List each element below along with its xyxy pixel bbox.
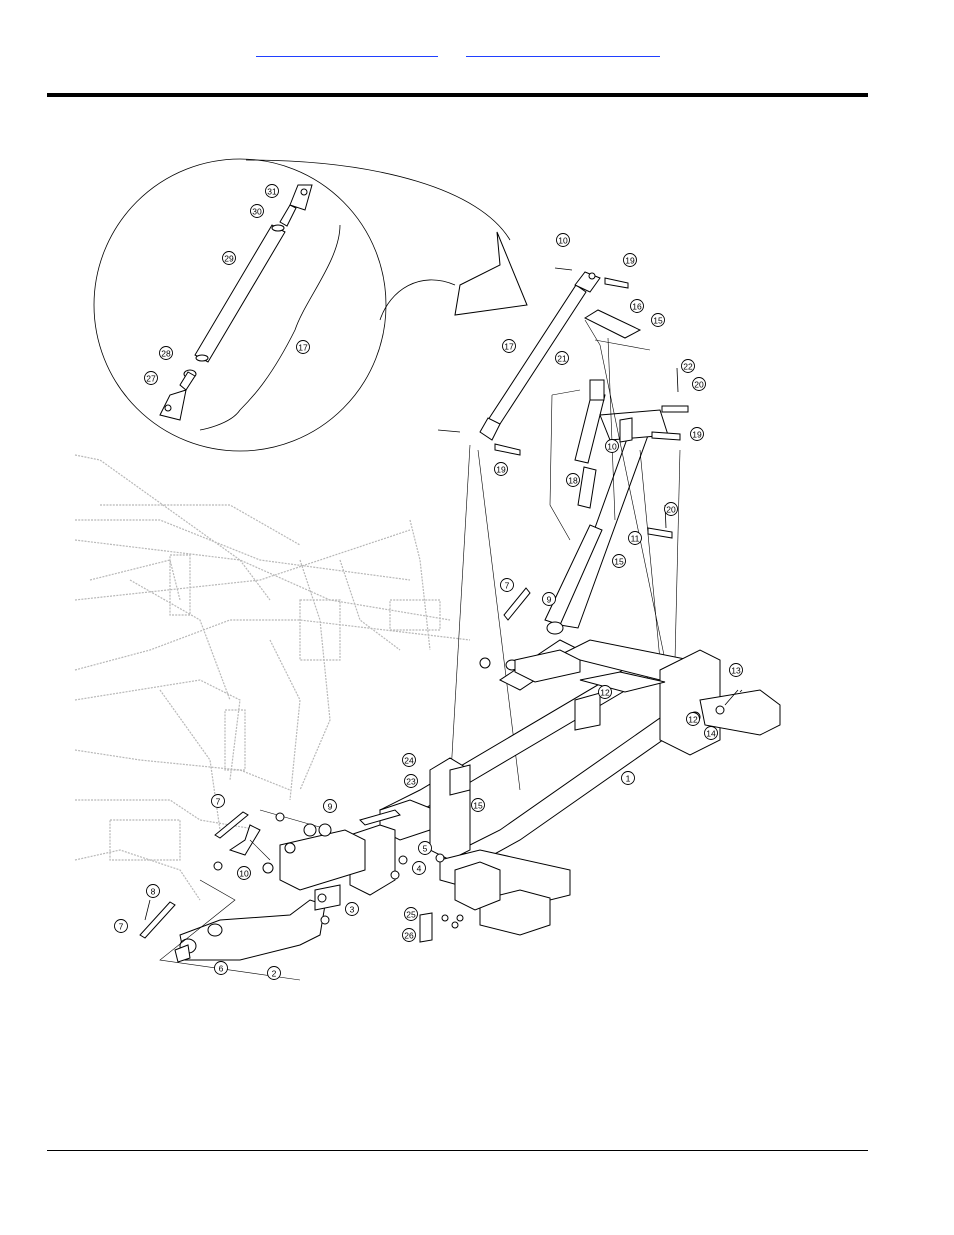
callout-10: 10 [557, 234, 570, 247]
rod-29 [195, 225, 285, 362]
callout-15: 15 [652, 314, 665, 327]
callout-19: 19 [691, 428, 704, 441]
callout-label: 7 [119, 922, 124, 932]
callout-4: 4 [413, 862, 426, 875]
detail-view [94, 159, 527, 451]
callout-label: 27 [146, 374, 156, 384]
callout-27: 27 [145, 372, 158, 385]
callout-7: 7 [212, 795, 225, 808]
callout-label: 15 [653, 316, 663, 326]
callout-19: 19 [624, 254, 637, 267]
callout-label: 10 [607, 442, 617, 452]
callout-9: 9 [324, 800, 337, 813]
callout-23: 23 [405, 775, 418, 788]
callout-label: 11 [631, 534, 640, 544]
callout-label: 17 [504, 342, 514, 352]
callout-17: 17 [297, 341, 310, 354]
callout-13: 13 [730, 664, 743, 677]
callout-12: 12 [599, 686, 612, 699]
callout-10: 10 [606, 440, 619, 453]
callout-label: 24 [404, 756, 414, 766]
callout-20: 20 [693, 378, 706, 391]
callout-31: 31 [266, 185, 279, 198]
callout-label: 25 [406, 910, 416, 920]
callout-18: 18 [567, 474, 580, 487]
callout-label: 4 [417, 864, 422, 874]
callout-26: 26 [403, 929, 416, 942]
callout-25: 25 [405, 908, 418, 921]
callout-label: 28 [161, 349, 171, 359]
callout-label: 26 [404, 931, 414, 941]
callout-label: 10 [558, 236, 568, 246]
callout-label: 1 [626, 774, 631, 784]
tongue-2 [175, 830, 365, 962]
callout-9: 9 [543, 593, 556, 606]
callout-label: 21 [557, 354, 567, 364]
callout-label: 5 [423, 844, 428, 854]
callout-15: 15 [472, 799, 485, 812]
callout-label: 31 [267, 187, 277, 197]
main-frame-1 [350, 640, 780, 935]
callout-30: 30 [251, 205, 264, 218]
callout-6: 6 [215, 962, 228, 975]
callout-22: 22 [682, 360, 695, 373]
callout-2: 2 [268, 967, 281, 980]
callout-label: 3 [350, 905, 355, 915]
callout-label: 29 [224, 254, 234, 264]
callout-label: 20 [694, 380, 704, 390]
callout-label: 15 [614, 557, 624, 567]
callout-label: 10 [239, 869, 249, 879]
footer-rule [47, 1150, 868, 1151]
callout-label: 19 [625, 256, 635, 266]
callout-12: 12 [687, 713, 700, 726]
callout-label: 18 [568, 476, 578, 486]
callout-label: 20 [666, 505, 676, 515]
callout-label: 15 [473, 801, 483, 811]
callout-11: 11 [629, 532, 642, 545]
callout-16: 16 [631, 300, 644, 313]
callout-24: 24 [403, 754, 416, 767]
callout-21: 21 [556, 352, 569, 365]
mast-link-11 [560, 425, 650, 628]
callout-19: 19 [495, 463, 508, 476]
callout-14: 14 [705, 727, 718, 740]
callout-1: 1 [622, 772, 635, 785]
callout-7: 7 [115, 920, 128, 933]
callout-label: 8 [151, 887, 156, 897]
callout-label: 19 [496, 465, 506, 475]
callout-7: 7 [501, 579, 514, 592]
callout-label: 9 [547, 595, 552, 605]
callout-20: 20 [665, 503, 678, 516]
callout-label: 14 [706, 729, 716, 739]
callout-28: 28 [160, 347, 173, 360]
callout-3: 3 [346, 903, 359, 916]
callout-label: 13 [731, 666, 741, 676]
callout-15: 15 [613, 555, 626, 568]
detail-arrow [455, 232, 527, 315]
callout-label: 7 [216, 797, 221, 807]
callout-17: 17 [503, 340, 516, 353]
cylinder-18 [575, 392, 605, 463]
callout-label: 6 [219, 964, 224, 974]
callout-label: 16 [632, 302, 642, 312]
callout-label: 12 [600, 688, 610, 698]
callout-label: 9 [328, 802, 333, 812]
callout-10: 10 [238, 867, 251, 880]
callout-label: 2 [272, 969, 277, 979]
callout-label: 19 [692, 430, 702, 440]
callout-8: 8 [147, 885, 160, 898]
callout-label: 23 [406, 777, 416, 787]
callout-29: 29 [223, 252, 236, 265]
callout-label: 22 [683, 362, 693, 372]
callout-group: 3130292827171019161517212220101919182011… [115, 185, 743, 980]
callout-label: 7 [505, 581, 510, 591]
callout-label: 30 [252, 207, 262, 217]
callout-label: 17 [298, 343, 308, 353]
callout-label: 12 [688, 715, 698, 725]
callout-5: 5 [419, 842, 432, 855]
